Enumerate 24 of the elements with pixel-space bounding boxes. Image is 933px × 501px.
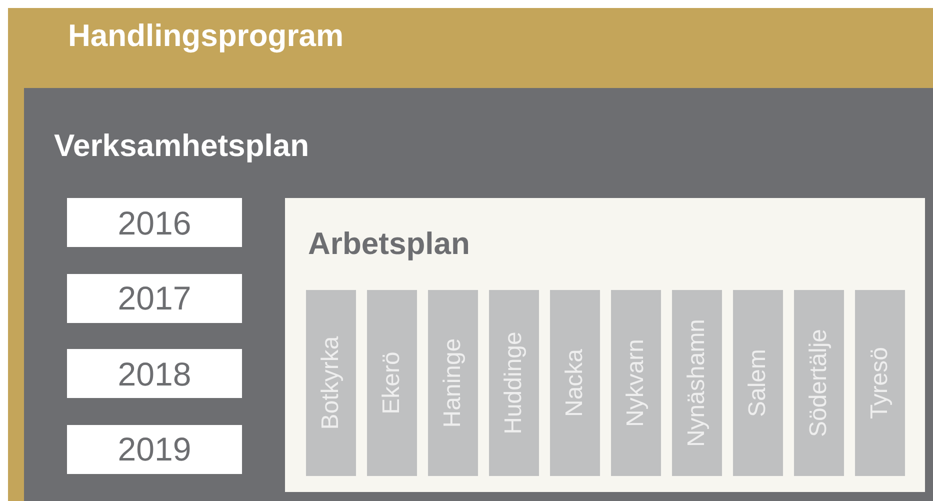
municipality-column: [855, 290, 905, 476]
year-label: 2017: [118, 282, 192, 314]
municipality-column: [672, 290, 722, 476]
work-plan-panel: [285, 198, 925, 492]
municipality-column: [489, 290, 539, 476]
municipality-column: [550, 290, 600, 476]
year-box: [67, 198, 242, 247]
program-panel: [8, 8, 933, 501]
year-box: [67, 274, 242, 322]
year-label: 2016: [118, 206, 192, 239]
year-box: [67, 349, 242, 398]
plan-heading: Verksamhetsplan: [54, 130, 310, 161]
year-label: 2018: [118, 357, 192, 390]
plan-panel: [24, 88, 933, 501]
work-plan-heading: Arbetsplan: [308, 228, 470, 259]
program-heading: Handlingsprogram: [68, 20, 344, 51]
municipality-column: [428, 290, 478, 476]
year-label: 2019: [118, 432, 192, 466]
municipality-column: [733, 290, 783, 476]
municipality-column: [367, 290, 417, 476]
municipality-column: [611, 290, 661, 476]
municipality-column: [306, 290, 356, 476]
municipality-column: [794, 290, 844, 476]
year-box: [67, 424, 242, 474]
